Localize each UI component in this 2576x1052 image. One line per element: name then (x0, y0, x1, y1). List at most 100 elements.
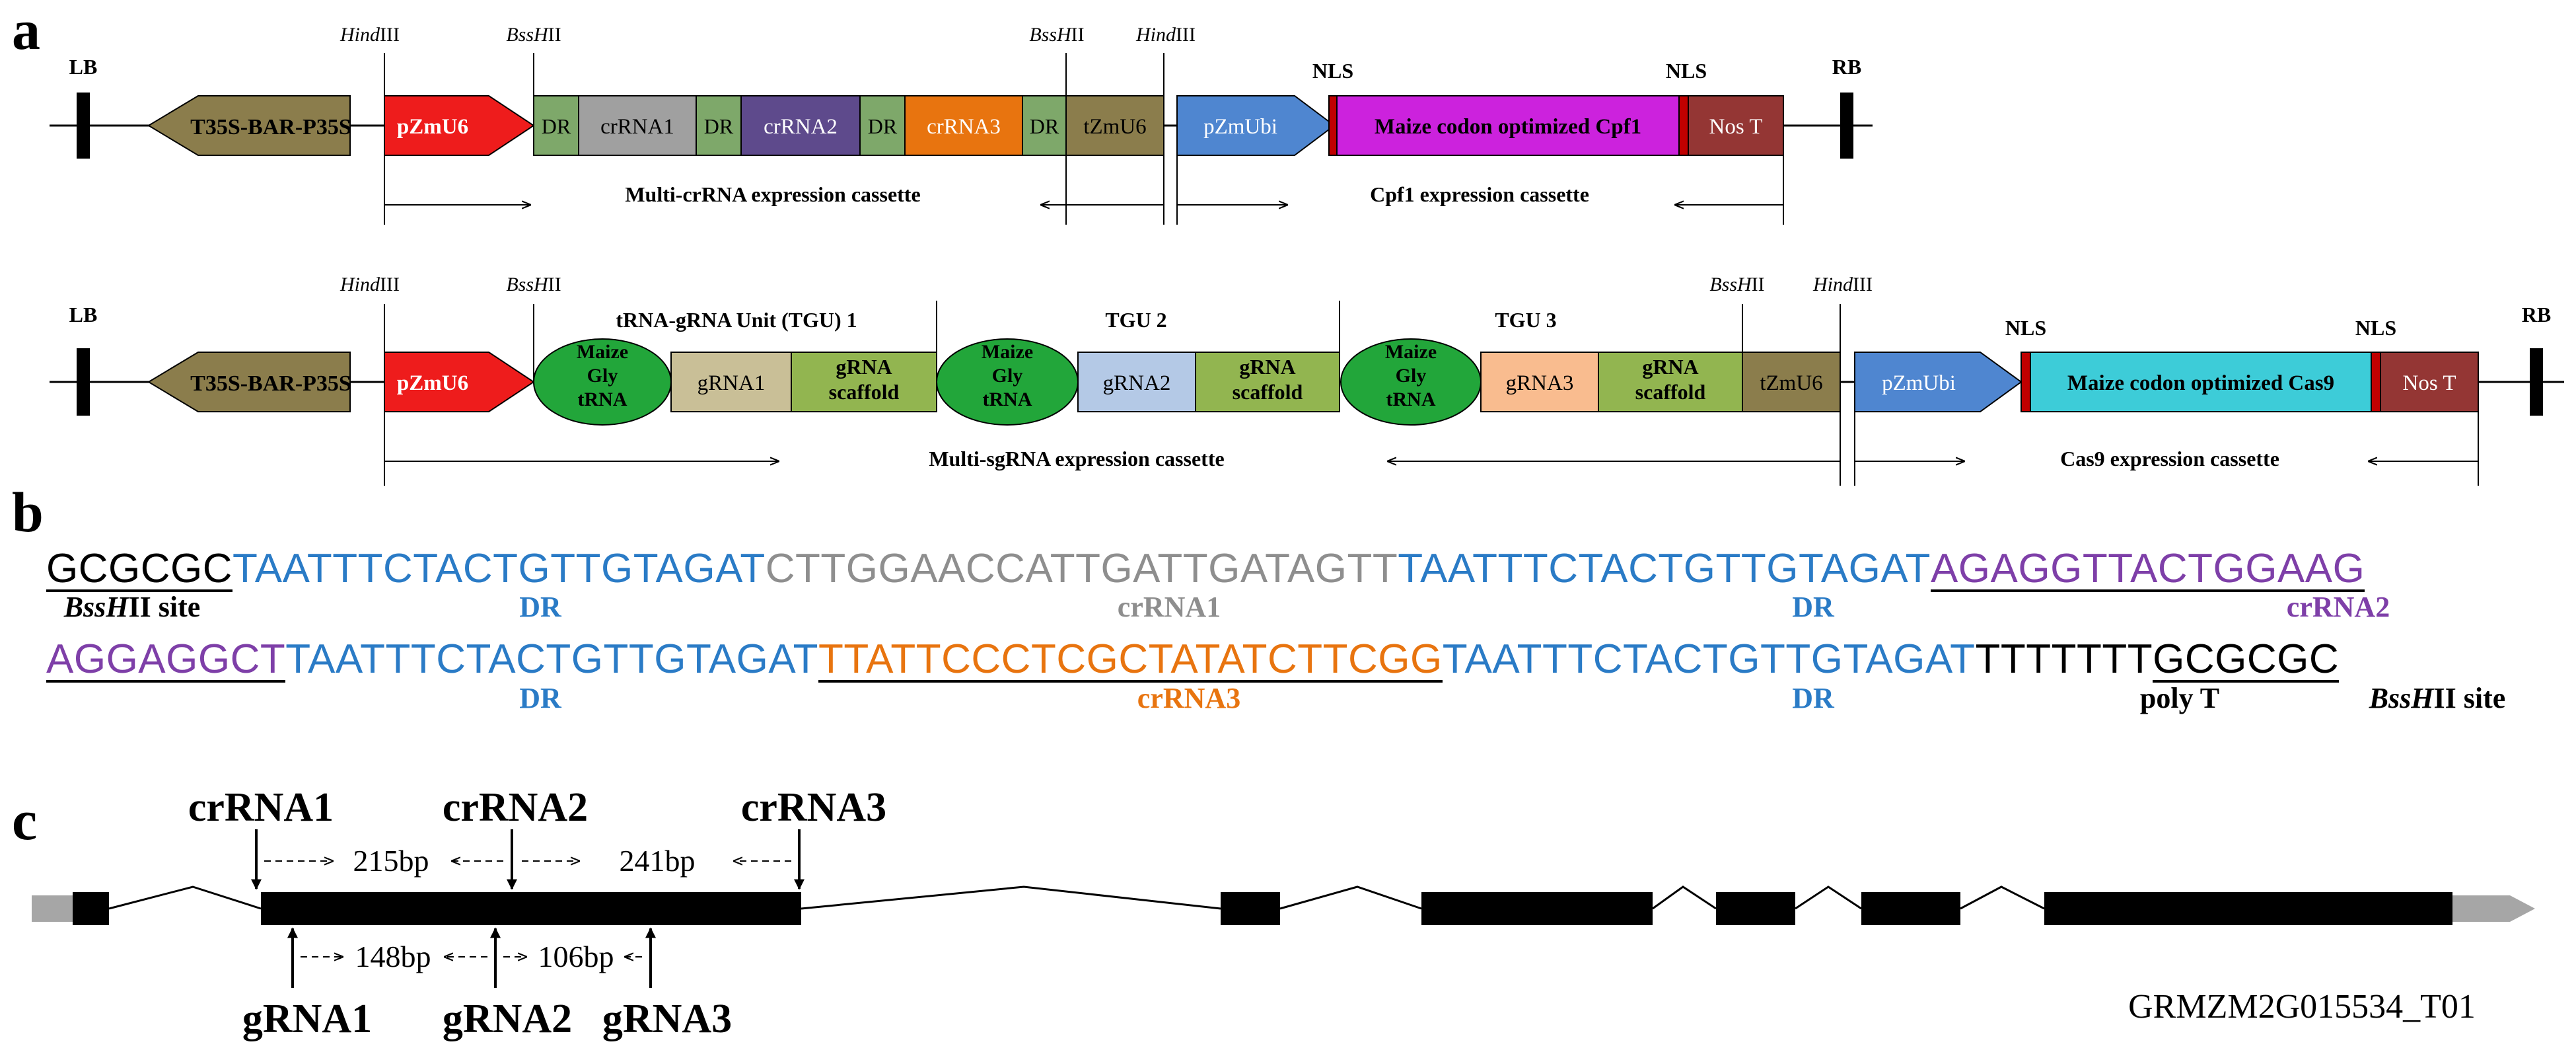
nls-block (1678, 95, 1689, 156)
dr-label: DR (1792, 591, 1834, 623)
bsshii-site-label: BssHII site (2369, 682, 2506, 714)
t35s-bar-label: T35S-BAR-P35S (190, 371, 351, 396)
crrna2-site-label: crRNA2 (443, 785, 588, 830)
nost-block (1688, 95, 1784, 156)
tgu3-label: TGU 3 (1495, 308, 1556, 332)
rb-border (1840, 93, 1853, 159)
exon (73, 892, 109, 925)
crrna1-block (578, 95, 697, 156)
exon (1861, 892, 1960, 925)
nost-label: Nos T (2403, 371, 2456, 395)
gene-model: crRNA1 crRNA2 crRNA3 215bp 241bp gRNA1 g… (32, 785, 2535, 1041)
nls-label: NLS (1312, 59, 1353, 83)
grna-scaffold-block (1195, 352, 1340, 412)
exon (2044, 892, 2452, 925)
dr-label: DR (542, 114, 571, 138)
crrna2-seq: AGGAGGCT (46, 636, 286, 683)
intron (801, 885, 1221, 910)
transcript-id: GRMZM2G015534_T01 (2128, 988, 2476, 1026)
dr-label: DR (704, 114, 734, 138)
crrna3-label: crRNA3 (1137, 682, 1241, 714)
intron (108, 885, 262, 910)
dr-block (533, 95, 579, 156)
grna-scaffold-block (1598, 352, 1743, 412)
nls-label: NLS (2005, 316, 2046, 340)
nls-label: NLS (2355, 316, 2396, 340)
bsshii-site-label: BssHII (506, 274, 561, 295)
rb-label: RB (1832, 55, 1861, 79)
pzmubi-promoter (1854, 352, 2022, 412)
bsshii-site-seq: GCGCGC (2153, 636, 2340, 683)
panel-label-a: a (12, 0, 40, 61)
rb-label: RB (2522, 303, 2551, 326)
dr-label: DR (1792, 682, 1834, 714)
distance-148bp: 148bp (355, 940, 431, 973)
dr-seq: TAATTTCTACTGTTGTAGAT (1398, 546, 1931, 591)
poly-t-label: poly T (2139, 682, 2220, 714)
panel-label-c: c (12, 788, 38, 852)
tzmu6-block (1065, 95, 1164, 156)
pzmubi-label: pZmUbi (1882, 371, 1956, 395)
nls-block (1328, 95, 1338, 156)
cas9-block (2030, 352, 2372, 412)
grna2-label: gRNA2 (1103, 371, 1171, 395)
grna2-site-label: gRNA2 (443, 996, 572, 1041)
exon-target (261, 892, 801, 925)
bsshii-site-label: BssHII (506, 24, 561, 46)
cassette-cpf1-label: Cpf1 expression cassette (1370, 182, 1589, 206)
utr-5prime (32, 895, 73, 922)
bsshii-site-label: BssHII site (63, 591, 201, 623)
lb-border (77, 93, 90, 159)
sequence-line-2: AGGAGGCTTAATTTCTACTGTTGTAGATTTATTCCCTCGC… (46, 636, 2340, 683)
distance-241bp: 241bp (620, 844, 696, 878)
nls-block (2021, 352, 2031, 412)
dr-seq: TAATTTCTACTGTTGTAGAT (285, 636, 818, 682)
bsshii-site-seq: GCGCGC (46, 546, 233, 592)
construct-cpf1: LB T35S-BAR-P35S pZmU6 DR crRNA1 DR crRN… (50, 24, 1873, 225)
tgu1-label: tRNA-gRNA Unit (TGU) 1 (616, 308, 857, 332)
distance-215bp: 215bp (353, 844, 429, 878)
cpf1-label: Maize codon optimized Cpf1 (1375, 115, 1641, 139)
crrna1-seq: CTTGGAACCATTGATTGATAGTT (765, 546, 1398, 591)
intron (1652, 885, 1717, 910)
crrna2-label: crRNA2 (2286, 591, 2390, 623)
t35s-bar-block (147, 352, 351, 412)
utr-3prime (2452, 895, 2535, 922)
exon (1221, 892, 1280, 925)
dr-label: DR (868, 114, 898, 138)
lb-label: LB (69, 303, 98, 326)
grna3-label: gRNA3 (1506, 371, 1574, 395)
pzmubi-promoter (1176, 95, 1336, 156)
tzmu6-label: tZmU6 (1083, 115, 1146, 139)
distance-106bp: 106bp (538, 940, 614, 973)
crrna1-label: crRNA1 (1117, 591, 1221, 623)
exon (1421, 892, 1653, 925)
pzmubi-label: pZmUbi (1203, 115, 1277, 139)
intron (1960, 885, 2045, 910)
grna3-site-label: gRNA3 (602, 996, 732, 1041)
hindiii-site-label: HindIII (1135, 24, 1196, 46)
tzmu6-block (1742, 352, 1841, 412)
crrna1-label: crRNA1 (600, 115, 674, 139)
sequence-line-1: GCGCGC TAATTTCTACTGTTGTAGATCTTGGAACCATTGA… (46, 548, 2365, 592)
dr-block (859, 95, 906, 156)
bsshii-site-label: BssHII (1029, 24, 1084, 46)
grna-scaffold-block (791, 352, 937, 412)
dr-label: DR (1030, 114, 1059, 138)
crrna2-seq: AGAGGTTACTGGAAG (1930, 546, 2365, 592)
lb-border (77, 348, 90, 416)
pzmu6-label: pZmU6 (397, 371, 468, 395)
nost-label: Nos T (1709, 115, 1763, 139)
dr-label: DR (519, 682, 561, 714)
crrna2-label: crRNA2 (764, 115, 838, 139)
panel-label-b: b (12, 480, 44, 544)
cpf1-block (1336, 95, 1680, 156)
rb-border (2530, 348, 2543, 416)
intron (1795, 885, 1862, 910)
